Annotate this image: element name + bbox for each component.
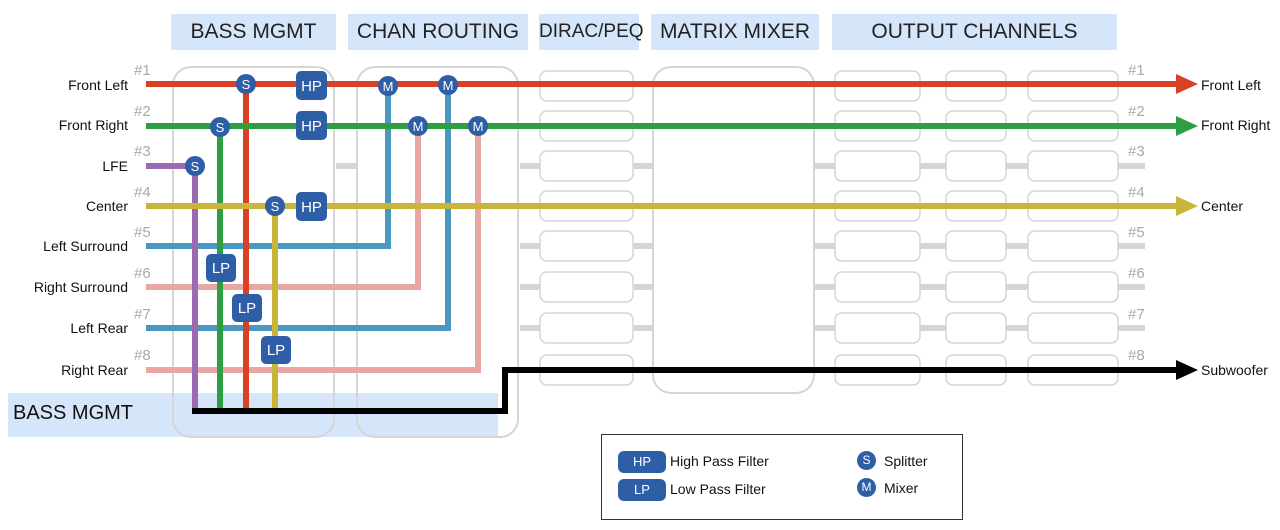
mixer-fr-2 [468, 116, 488, 136]
arrow-front-left [1176, 74, 1198, 94]
lp-front-right-label: LP [212, 260, 230, 277]
input-num-6: #6 [134, 265, 151, 282]
hp-center-label: HP [301, 199, 322, 216]
matrix-mixer-box [652, 66, 815, 394]
arrow-front-right [1176, 116, 1198, 136]
mixers [378, 75, 488, 136]
channel-boxes [539, 70, 1119, 386]
legend [601, 434, 963, 520]
input-label-front-left: Front Left [68, 77, 128, 93]
header-matrix-mixer: MATRIX MIXER [651, 14, 819, 50]
mixer-fl-2 [438, 75, 458, 95]
output-label-front-right: Front Right [1201, 117, 1271, 133]
splitter-lfe-label: S [191, 159, 200, 174]
bass-mgmt-band-label: BASS MGMT [13, 402, 134, 424]
input-label-right-surround: Right Surround [33, 279, 128, 295]
mixer-fl-2-label: M [443, 78, 454, 93]
input-label-left-rear: Left Rear [70, 320, 128, 336]
mixer-fl-1-label: M [383, 79, 394, 94]
legend-lp-chip: LP [618, 479, 666, 501]
output-label-center: Center [1201, 198, 1244, 214]
input-num-4: #4 [134, 184, 151, 201]
legend-mixer-icon: M [857, 478, 876, 497]
bass-mgmt-box [172, 66, 335, 438]
splitter-center [265, 196, 285, 216]
mixer-fr-1-label: M [413, 119, 424, 134]
output-num-3: #3 [1128, 143, 1145, 160]
legend-splitter-text: Splitter [884, 453, 928, 469]
output-num-8: #8 [1128, 347, 1145, 364]
hp-center [296, 192, 327, 221]
lp-front-right [206, 254, 236, 282]
legend-hp-chip: HP [618, 451, 666, 473]
input-num-2: #2 [134, 103, 151, 120]
legend-hp-text: High Pass Filter [670, 453, 769, 469]
legend-mixer-text: Mixer [884, 480, 919, 496]
output-label-subwoofer: Subwoofer [1201, 362, 1268, 378]
splitter-front-left [236, 74, 256, 94]
lp-front-left-label: LP [238, 300, 256, 317]
mixer-fl-1 [378, 76, 398, 96]
hp-front-left [296, 71, 327, 100]
input-num-8: #8 [134, 347, 151, 364]
splitter-center-label: S [271, 199, 280, 214]
output-num-4: #4 [1128, 184, 1145, 201]
input-num-7: #7 [134, 306, 151, 323]
legend-splitter-icon: S [857, 451, 876, 470]
lp-front-left [232, 294, 262, 322]
hp-front-left-label: HP [301, 78, 322, 95]
output-num-2: #2 [1128, 103, 1145, 120]
splitter-lfe [185, 156, 205, 176]
output-num-5: #5 [1128, 224, 1145, 241]
arrow-center [1176, 196, 1198, 216]
output-num-7: #7 [1128, 306, 1145, 323]
output-num-6: #6 [1128, 265, 1145, 282]
splitters [185, 74, 285, 216]
input-label-center: Center [85, 198, 128, 214]
splitter-front-left-label: S [242, 77, 251, 92]
output-label-front-left: Front Left [1201, 77, 1261, 93]
section-boxes [172, 66, 815, 438]
input-num-1: #1 [134, 62, 151, 79]
input-num-3: #3 [134, 143, 151, 160]
mixer-fr-1 [408, 116, 428, 136]
input-label-left-surround: Left Surround [43, 238, 128, 254]
header-dirac-peq: DIRAC/PEQ [539, 14, 644, 50]
arrow-subwoofer [1176, 360, 1198, 380]
header-bass-mgmt: BASS MGMT [171, 14, 336, 50]
bass-mgmt-band [8, 393, 498, 437]
legend-lp-text: Low Pass Filter [670, 481, 766, 497]
splitter-front-right-label: S [216, 120, 225, 135]
hp-front-right-label: HP [301, 118, 322, 135]
chan-routing-box [356, 66, 519, 438]
line-subwoofer [192, 367, 1178, 414]
header-output-channels: OUTPUT CHANNELS [832, 14, 1117, 50]
output-num-1: #1 [1128, 62, 1145, 79]
input-label-right-rear: Right Rear [61, 362, 128, 378]
input-label-front-right: Front Right [58, 117, 128, 133]
mixer-fr-2-label: M [473, 119, 484, 134]
hp-front-right [296, 111, 327, 140]
header-chan-routing: CHAN ROUTING [348, 14, 528, 50]
grey-stubs [336, 163, 1145, 331]
input-label-lfe: LFE [102, 158, 128, 174]
input-num-5: #5 [134, 224, 151, 241]
filters [206, 71, 327, 364]
lp-center [261, 336, 291, 364]
splitter-front-right [210, 117, 230, 137]
lp-center-label: LP [267, 342, 285, 359]
